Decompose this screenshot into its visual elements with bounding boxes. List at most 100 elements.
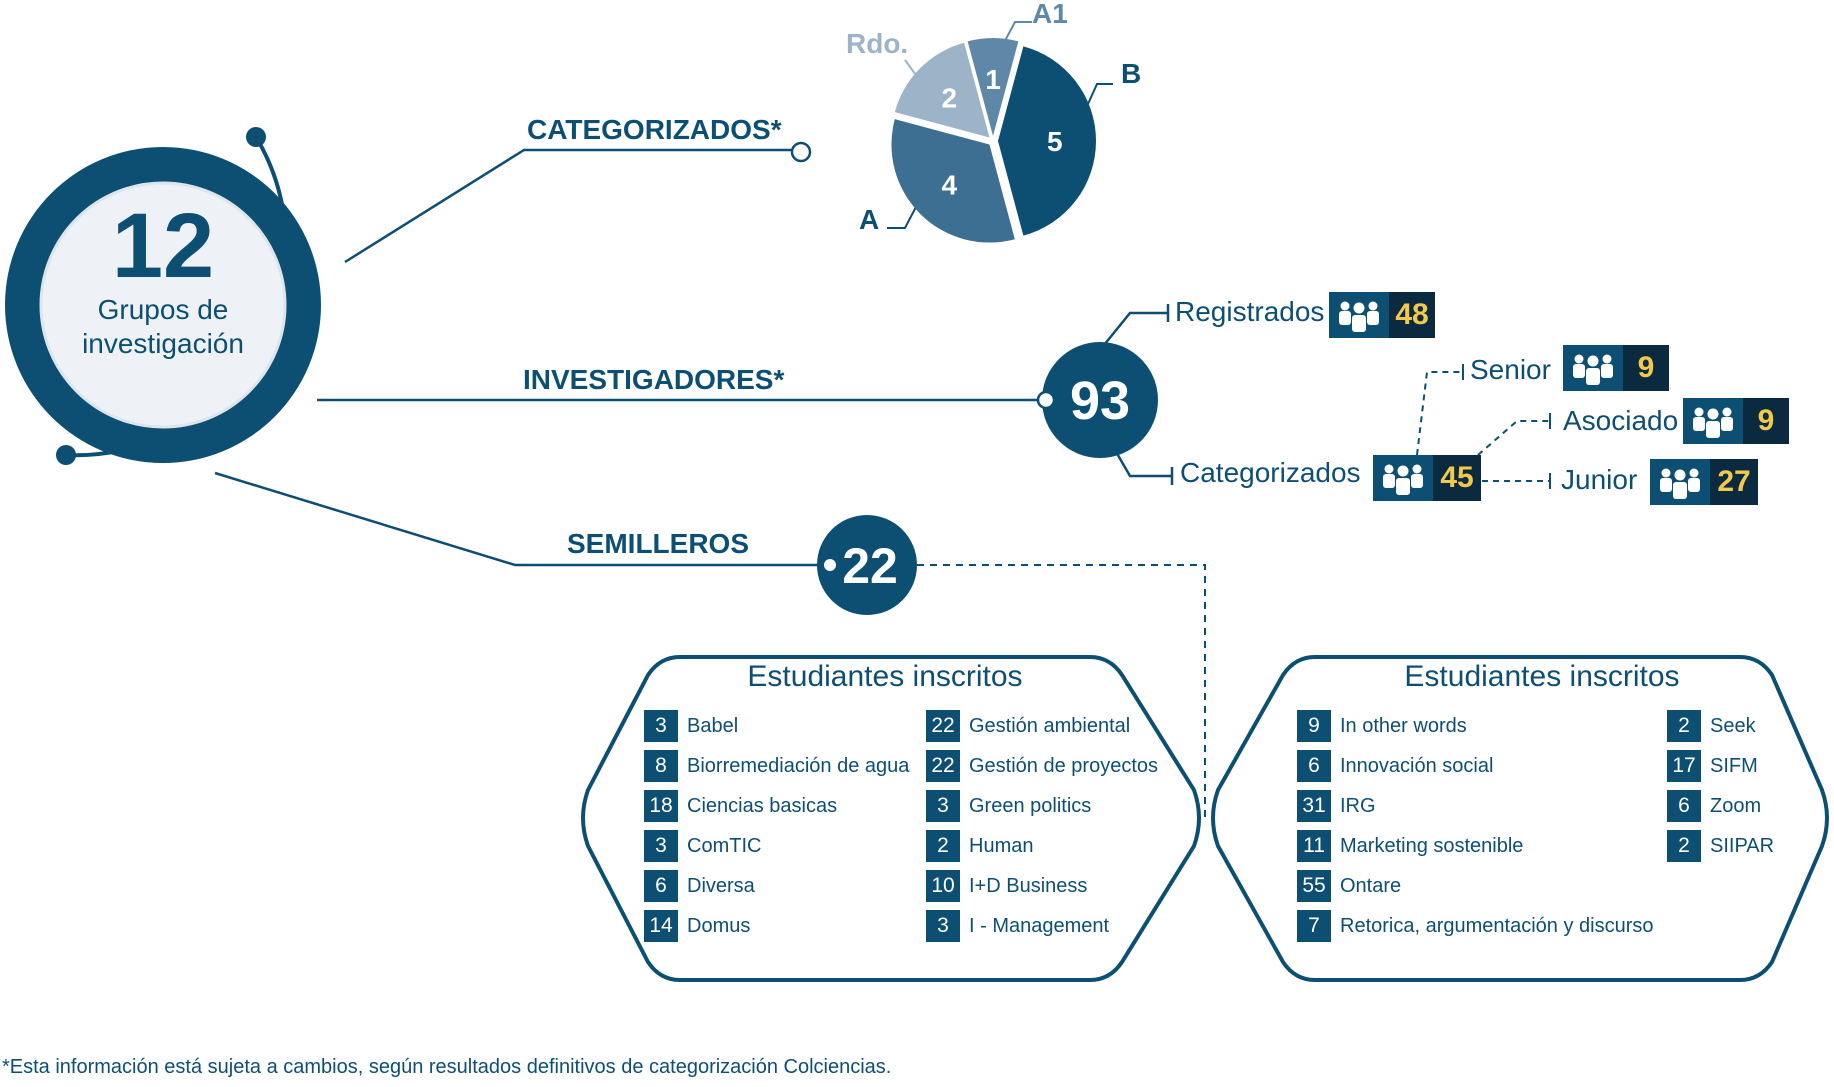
semillero-label: Gestión de proyectos	[969, 754, 1158, 777]
semillero-label: SIIPAR	[1710, 834, 1775, 857]
junior-badge: 27	[1650, 459, 1758, 505]
semilleros-branch-label: SEMILLEROS	[567, 528, 750, 559]
pie-category-a: A	[859, 204, 880, 235]
semillero-item: 6 Diversa	[644, 870, 755, 902]
semillero-count: 22	[926, 710, 960, 742]
investigadores-total: 93	[1069, 371, 1131, 431]
categorizados-branch-line	[344, 148, 792, 264]
semilleros-branch-line	[214, 471, 820, 567]
grupos-label-line1: Grupos de	[97, 294, 229, 325]
semillero-label: ComTIC	[687, 834, 762, 857]
senior-connector	[1416, 371, 1463, 456]
semillero-item: 2 Seek	[1667, 710, 1756, 742]
semillero-count: 6	[644, 870, 678, 902]
semillero-item: 2 SIIPAR	[1667, 830, 1774, 862]
pie-category-b: B	[1121, 58, 1142, 89]
semillero-count: 55	[1297, 870, 1331, 902]
hub-arc-dot-bottom	[56, 445, 76, 465]
semillero-count: 14	[644, 910, 678, 942]
asociado-label: Asociado	[1563, 405, 1679, 436]
semillero-item: 22 Gestión ambiental	[926, 710, 1130, 742]
semillero-label: Ciencias basicas	[687, 794, 838, 817]
asociado-badge: 9	[1683, 398, 1789, 444]
semillero-label: Seek	[1710, 714, 1756, 737]
semilleros-total-circle	[817, 515, 917, 615]
semillero-count: 18	[644, 790, 678, 822]
registrados-label: Registrados	[1175, 296, 1325, 327]
asociado-value: 9	[1743, 398, 1789, 444]
semillero-count: 2	[1667, 830, 1701, 862]
semillero-count: 10	[926, 870, 960, 902]
junior-label: Junior	[1561, 464, 1638, 495]
people-group-icon	[1650, 459, 1710, 505]
people-group-icon	[1563, 345, 1623, 391]
grupos-label-line2: investigación	[82, 328, 244, 359]
semillero-label: In other words	[1340, 714, 1467, 737]
pie-category-rdo: Rdo.	[846, 28, 909, 59]
junior-value: 27	[1710, 459, 1758, 505]
senior-value: 9	[1623, 345, 1669, 391]
semillero-label: Ontare	[1340, 874, 1402, 897]
semillero-count: 8	[644, 750, 678, 782]
semillero-label: IRG	[1340, 794, 1376, 817]
a-leader-line	[887, 204, 918, 229]
semillero-count: 6	[1667, 790, 1701, 822]
semilleros-branch-endpoint	[824, 559, 836, 571]
categorizados-branch-label: CATEGORIZADOS*	[527, 114, 782, 145]
semillero-label: I+D Business	[969, 874, 1088, 897]
categorizados-branch-endpoint	[790, 141, 812, 163]
semillero-count: 3	[926, 790, 960, 822]
semillero-label: Green politics	[969, 794, 1092, 817]
box-left-title: Estudiantes inscritos	[747, 660, 1023, 693]
registrados-value: 48	[1389, 292, 1435, 338]
semillero-count: 3	[644, 710, 678, 742]
semillero-item: 55 Ontare	[1297, 870, 1401, 902]
semillero-label: Biorremediación de agua	[687, 754, 910, 777]
semillero-label: Babel	[687, 714, 739, 737]
semillero-count: 11	[1297, 830, 1331, 862]
pie-slice-a1	[967, 37, 1019, 136]
people-group-icon	[1373, 455, 1433, 501]
categorizados-badge: 45	[1373, 455, 1481, 501]
semillero-item: 9 In other words	[1297, 710, 1467, 742]
investigadores-total-circle	[1042, 342, 1158, 458]
semillero-label: Diversa	[687, 874, 755, 897]
senior-label: Senior	[1470, 354, 1551, 385]
semillero-item: 18 Ciencias basicas	[644, 790, 837, 822]
semilleros-dashed-connector	[917, 564, 1206, 820]
pie-slice-rdo	[894, 42, 990, 138]
pie-category-a1: A1	[1032, 0, 1068, 29]
semillero-count: 2	[926, 830, 960, 862]
categorizados-connector	[1113, 449, 1172, 478]
semillero-label: SIFM	[1710, 754, 1758, 777]
b-leader-line	[1087, 83, 1113, 105]
semillero-count: 3	[926, 910, 960, 942]
people-group-icon	[1683, 398, 1743, 444]
semillero-label: Gestión ambiental	[969, 714, 1131, 737]
hub-inner-circle	[39, 181, 287, 429]
semillero-label: I - Management	[969, 914, 1110, 937]
semillero-count: 9	[1297, 710, 1331, 742]
grupos-count: 12	[111, 195, 215, 297]
semillero-count: 7	[1297, 910, 1331, 942]
semillero-label: Zoom	[1710, 794, 1762, 817]
investigadores-branch-endpoint	[1036, 390, 1056, 410]
semillero-count: 6	[1297, 750, 1331, 782]
semillero-item: 3 Babel	[644, 710, 738, 742]
people-group-icon	[1329, 292, 1389, 338]
semillero-item: 3 I - Management	[926, 910, 1109, 942]
semilleros-box-left	[581, 655, 1201, 982]
investigadores-branch-label: INVESTIGADORES*	[523, 364, 785, 395]
pie-value-a: 4	[941, 170, 957, 201]
semillero-count: 31	[1297, 790, 1331, 822]
semillero-count: 2	[1667, 710, 1701, 742]
